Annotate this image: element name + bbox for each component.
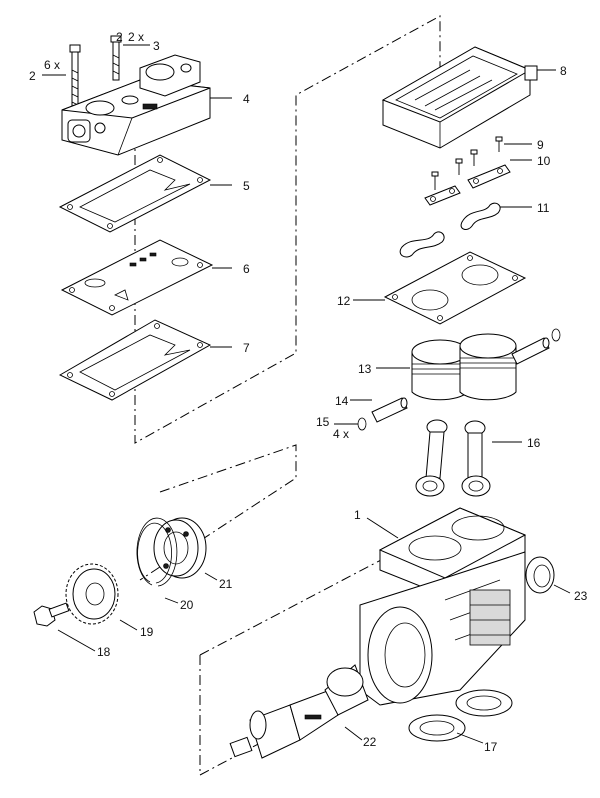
label-1: 1 xyxy=(354,508,361,522)
label-14: 14 xyxy=(335,394,349,408)
reed-valves-11-part xyxy=(399,202,501,258)
bearing-cover-21-part xyxy=(153,517,207,579)
label-12: 12 xyxy=(337,294,351,308)
label-21: 21 xyxy=(219,577,233,591)
washer-lower-part xyxy=(408,714,466,742)
gasket-7-part xyxy=(58,319,212,401)
screws-9-part xyxy=(431,136,503,190)
retainers-10-part xyxy=(424,164,511,206)
seal-ring-20-part xyxy=(136,517,178,587)
qty-4x: 4 x xyxy=(333,427,349,441)
label-8: 8 xyxy=(560,64,567,78)
circlip-right-part xyxy=(551,328,561,342)
circlip-left-part xyxy=(357,417,367,431)
pistons-13-part xyxy=(411,333,517,401)
label-11: 11 xyxy=(537,201,550,215)
label-17: 17 xyxy=(484,740,498,754)
label-6: 6 xyxy=(243,262,250,276)
valve-plate-part xyxy=(60,239,214,316)
washer-upper-part xyxy=(455,689,513,717)
seal-23-part xyxy=(525,556,555,594)
label-2-long-bolt: 2 xyxy=(29,69,36,83)
label-23: 23 xyxy=(574,589,588,603)
label-5: 5 xyxy=(243,179,250,193)
label-4: 4 xyxy=(243,92,250,106)
label-9: 9 xyxy=(537,138,544,152)
qty-6x: 6 x xyxy=(44,58,60,72)
label-19: 19 xyxy=(140,625,154,639)
label-2-short-bolt: 2 xyxy=(116,30,123,44)
label-7: 7 xyxy=(243,341,250,355)
piston-pin-left-part xyxy=(371,397,408,423)
label-20: 20 xyxy=(180,598,194,612)
short-bolt-part xyxy=(110,35,122,81)
crankcase-part xyxy=(359,507,527,706)
callout-labels: 2 6 x 2 2 x 3 4 5 6 7 8 9 10 11 12 13 14… xyxy=(29,30,588,754)
cylinder-head-part xyxy=(61,54,211,156)
label-13: 13 xyxy=(358,362,372,376)
label-15: 15 xyxy=(316,415,330,429)
label-3: 3 xyxy=(153,39,160,53)
valve-frame-part xyxy=(381,46,538,149)
label-18: 18 xyxy=(97,645,111,659)
gasket-5-part xyxy=(58,154,212,233)
gear-19-part xyxy=(65,563,119,625)
label-22: 22 xyxy=(363,735,377,749)
label-10: 10 xyxy=(537,154,551,168)
gasket-12-part xyxy=(383,251,527,325)
crankshaft-part xyxy=(229,664,369,759)
piston-pin-right-part xyxy=(511,337,550,365)
conrods-16-part xyxy=(415,419,491,497)
bolt-18-part xyxy=(33,602,70,627)
leader-lines xyxy=(42,44,571,744)
qty-2x: 2 x xyxy=(128,30,144,44)
long-bolt-part xyxy=(69,44,81,111)
label-16: 16 xyxy=(527,436,541,450)
